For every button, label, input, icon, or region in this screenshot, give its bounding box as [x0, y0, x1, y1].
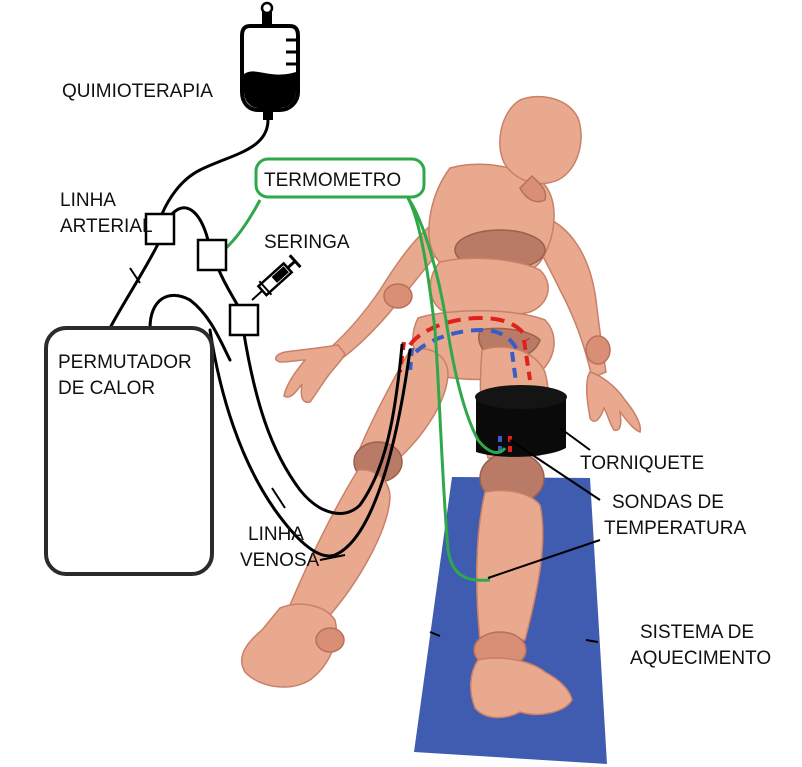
thermometer-connector-icon [198, 240, 226, 270]
label-linha-arterial-line2: ARTERIAL [60, 216, 153, 237]
label-linha-arterial-line1: LINHA [60, 190, 116, 211]
label-permutador: PERMUTADOR [58, 352, 192, 373]
label-sondas-de: SONDAS DE [612, 492, 724, 513]
label-seringa: SERINGA [264, 232, 350, 253]
label-temperatura: TEMPERATURA [604, 518, 746, 539]
label-de-calor: DE CALOR [58, 378, 155, 399]
syringe-connector-icon [230, 305, 258, 335]
label-linha-venosa-line1: LINHA [248, 524, 304, 545]
label-quimioterapia: QUIMIOTERAPIA [62, 81, 213, 102]
label-termometro: TERMOMETRO [264, 170, 401, 191]
label-aquecimento: AQUECIMENTO [630, 648, 771, 669]
label-sistema-de: SISTEMA DE [640, 622, 754, 643]
label-linha-venosa-line2: VENOSA [240, 550, 320, 571]
syringe-icon [246, 255, 301, 307]
label-torniquete: TORNIQUETE [580, 453, 704, 474]
iv-bag-icon [242, 3, 298, 120]
